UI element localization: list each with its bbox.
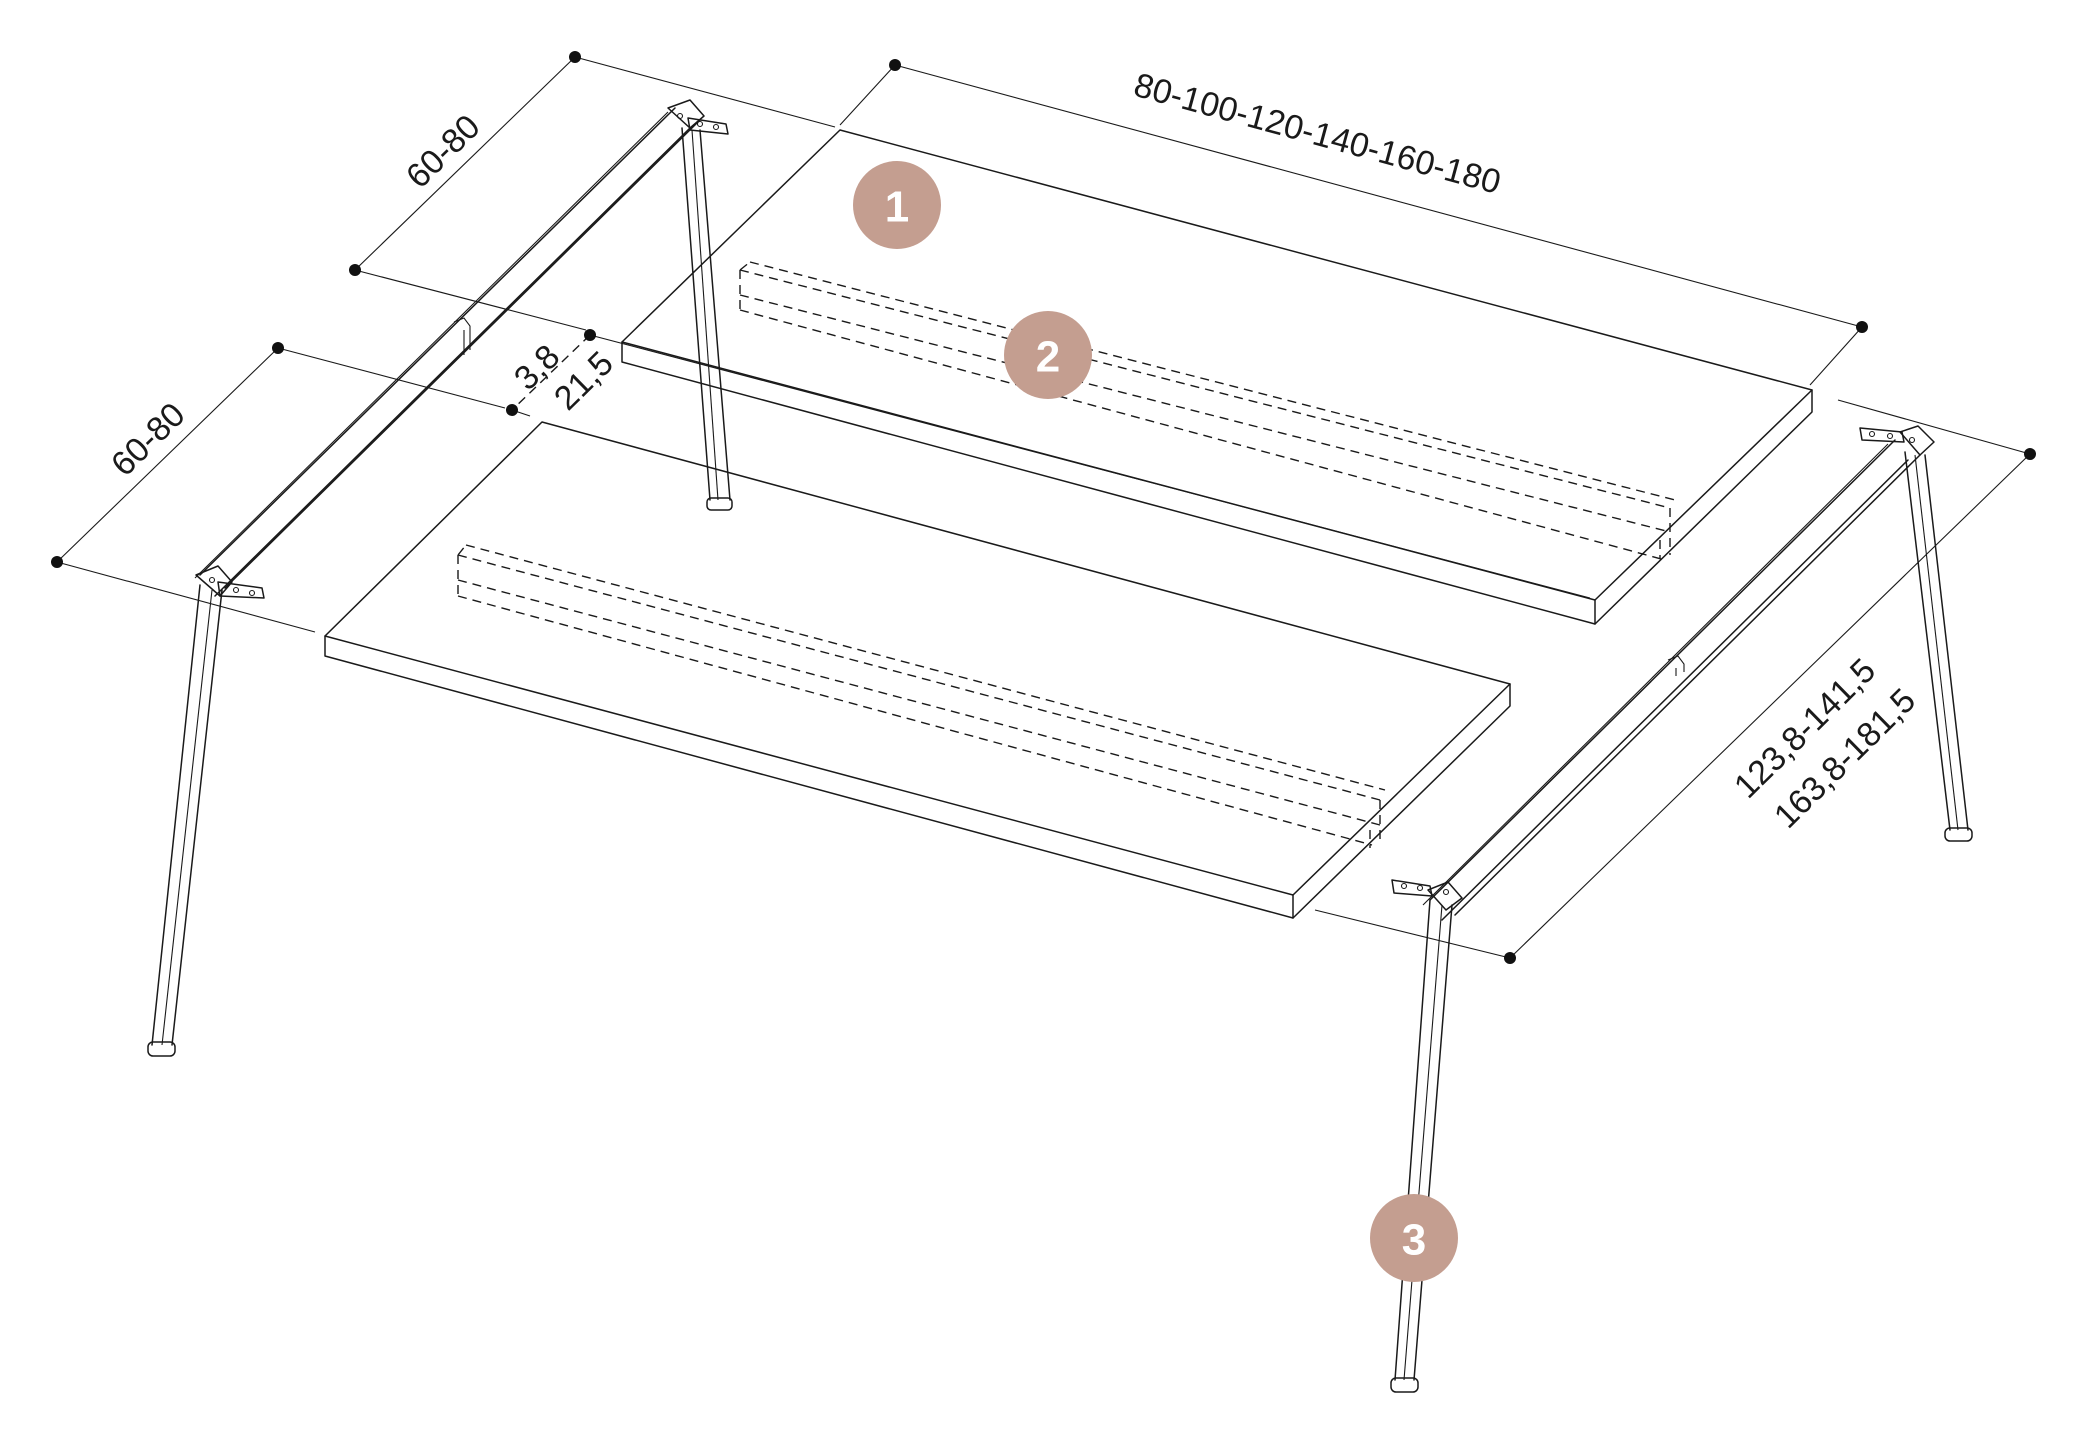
svg-text:1: 1: [885, 183, 909, 232]
dim-dot: [349, 264, 361, 276]
length-dimension-label: 80-100-120-140-160-180: [1130, 66, 1505, 202]
callout-badge-1: 1: [853, 161, 941, 249]
callout-badge-2: 2: [1004, 311, 1092, 399]
front-depth-dimension-label: 60-80: [104, 396, 193, 484]
dim-dot: [584, 329, 596, 341]
callout-badge-3: 3: [1370, 1194, 1458, 1282]
dim-dot: [1504, 952, 1516, 964]
rear-depth-dimension-label: 60-80: [399, 108, 488, 196]
front-tabletop: [324, 421, 1511, 919]
dimension-lines: [51, 51, 2036, 964]
front-hidden-bracket: [457, 544, 1386, 848]
svg-text:3: 3: [1402, 1216, 1426, 1265]
dim-dot: [569, 51, 581, 63]
dim-dot: [1856, 321, 1868, 333]
right-leg-frame: [1390, 425, 1973, 1393]
left-leg-frame: [147, 99, 733, 1057]
svg-text:2: 2: [1036, 333, 1060, 382]
dim-dot: [272, 342, 284, 354]
rear-tabletop: [621, 129, 1813, 625]
dim-dot: [51, 556, 63, 568]
rear-hidden-bracket: [739, 261, 1676, 561]
dim-dot: [889, 59, 901, 71]
dim-dot: [2024, 448, 2036, 460]
dim-dot: [506, 404, 518, 416]
